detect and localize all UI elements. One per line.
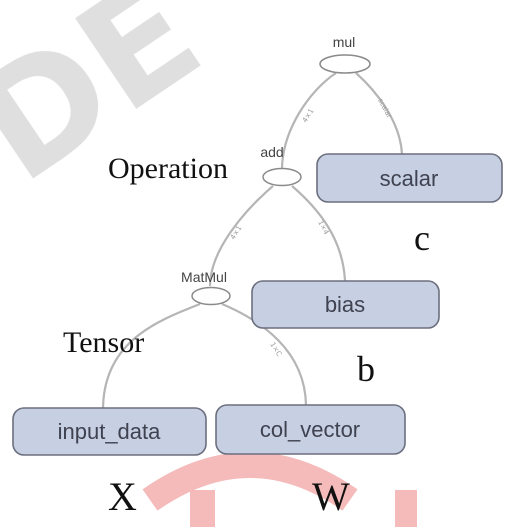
op-node-matmul[interactable]: MatMul	[181, 269, 231, 306]
op-label-mul: mul	[333, 34, 356, 50]
op-node-mul[interactable]: mul	[319, 34, 371, 74]
edges	[101, 72, 404, 411]
edge-input-to-matmul	[101, 302, 201, 411]
op-shape-add[interactable]	[262, 167, 302, 187]
tensor-node-col-vector[interactable]: col_vector	[215, 404, 406, 455]
watermark-block-right	[395, 490, 417, 527]
watermark-arc	[142, 452, 358, 511]
edge-matmul-to-add	[208, 185, 274, 287]
op-node-add[interactable]: add	[260, 144, 302, 187]
tensor-box-bias[interactable]	[251, 280, 440, 329]
annotation-c: c	[414, 218, 430, 258]
tensor-label-input-data: input_data	[58, 419, 162, 444]
tensor-node-input-data[interactable]: input_data	[12, 407, 207, 456]
edge-add-to-mul	[280, 72, 337, 171]
tensor-box-input-data[interactable]	[12, 407, 207, 456]
op-shape-matmul[interactable]	[191, 286, 231, 306]
edge-label-bias-to-add: 1×4	[316, 219, 330, 236]
tensor-node-bias[interactable]: bias	[251, 280, 440, 329]
annotation-tensor: Tensor	[63, 326, 144, 359]
tensor-node-scalar[interactable]: scalar	[316, 153, 503, 203]
edge-bias-to-add	[291, 185, 347, 282]
edge-label-matmul-to-add: 4×1	[229, 224, 244, 241]
watermark-block-left	[190, 490, 215, 527]
tensor-label-bias: bias	[325, 292, 365, 317]
edge-label-scalar-to-mul: scalar	[376, 97, 393, 119]
annotation-w: W	[312, 474, 350, 519]
edge-label-add-to-mul: 4×1	[301, 107, 316, 124]
tensor-label-scalar: scalar	[380, 166, 439, 191]
tensor-box-scalar[interactable]	[316, 153, 503, 203]
op-shape-mul[interactable]	[319, 54, 371, 74]
annotation-x: X	[108, 474, 137, 519]
op-label-matmul: MatMul	[181, 269, 227, 285]
annotation-operation: Operation	[108, 152, 228, 185]
tensor-box-col-vector[interactable]	[215, 404, 406, 455]
op-label-add: add	[260, 144, 283, 160]
edge-col-vector-to-matmul	[221, 302, 308, 406]
edge-scalar-to-mul	[355, 72, 404, 155]
annotation-b: b	[357, 349, 375, 389]
tensor-label-col-vector: col_vector	[260, 417, 360, 442]
